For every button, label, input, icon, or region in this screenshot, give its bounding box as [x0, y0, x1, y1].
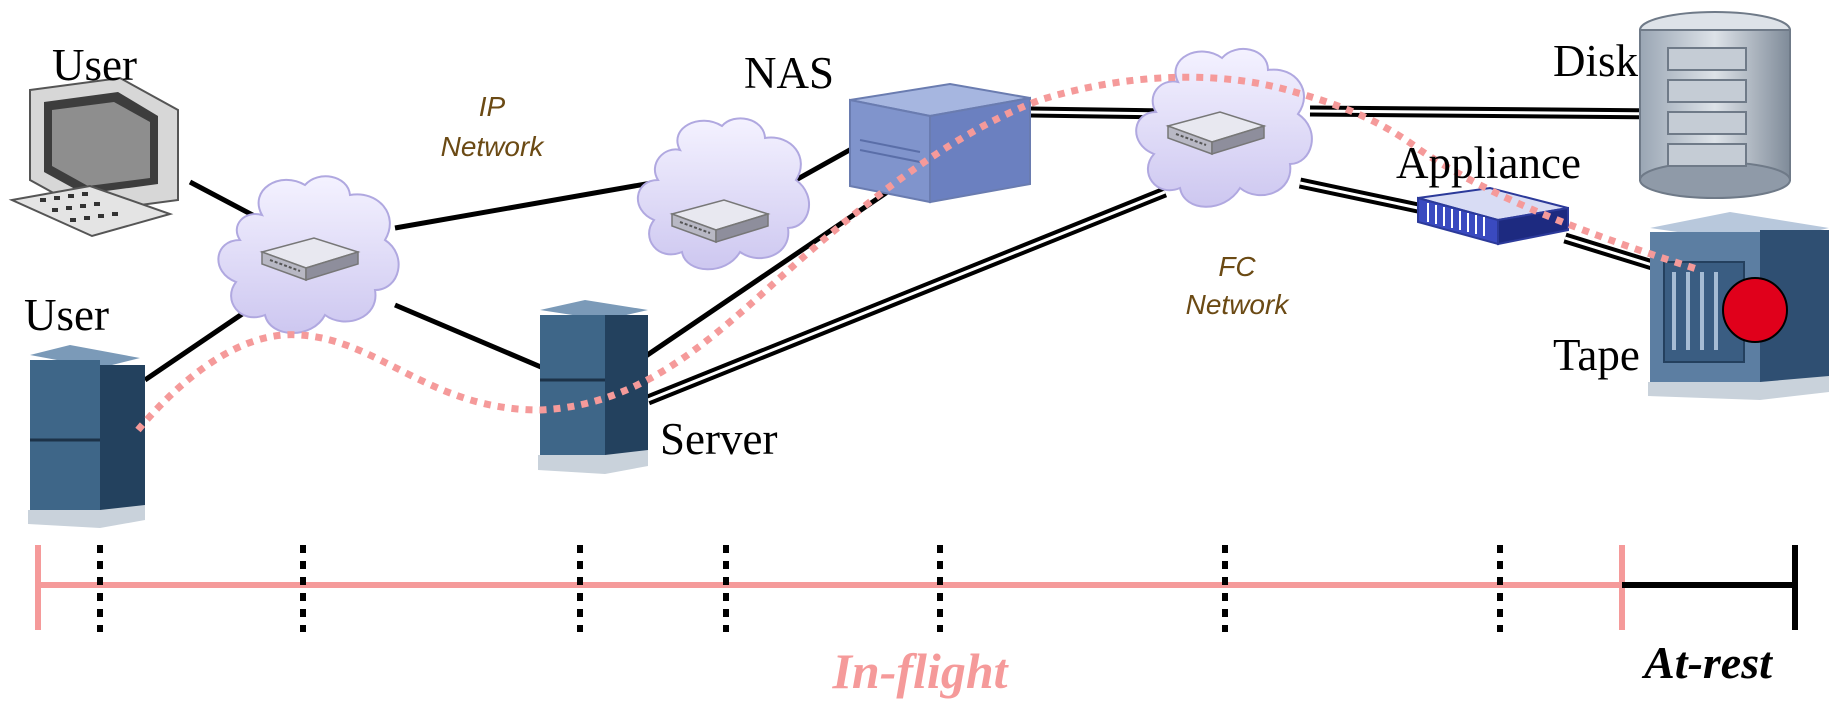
user-top-label: User [52, 40, 137, 90]
in-flight-label: In-flight [831, 643, 1009, 699]
ip-network-label-line2: Network [441, 131, 546, 162]
nas-storage-icon[interactable] [849, 82, 1031, 204]
fc-network-label-line2: Network [1186, 289, 1291, 320]
user-workstation-icon[interactable] [8, 76, 179, 238]
server-tower-icon[interactable] [538, 300, 648, 474]
at-rest-label: At-rest [1641, 637, 1773, 688]
fc-network-label-line1: FC [1218, 251, 1256, 282]
timeline: In-flight At-rest [35, 545, 1798, 699]
user-tower-icon[interactable] [28, 345, 145, 528]
disk-label: Disk [1553, 36, 1639, 86]
appliance-label: Appliance [1396, 138, 1581, 188]
user-bottom-label: User [24, 290, 109, 340]
disk-array-icon[interactable] [1639, 11, 1791, 199]
nas-label: NAS [744, 48, 834, 98]
ip-cloud-router-icon[interactable] [217, 175, 400, 334]
server-label: Server [660, 414, 777, 464]
ip-cloud-router-nas-icon[interactable] [636, 117, 811, 271]
ip-network-label-line1: IP [479, 91, 506, 122]
fc-links [645, 105, 1671, 406]
data-path [135, 73, 1702, 433]
tape-label: Tape [1553, 330, 1640, 380]
data-at-rest-marker-icon [1722, 277, 1788, 343]
fc-cloud-router-icon[interactable] [1135, 48, 1313, 208]
